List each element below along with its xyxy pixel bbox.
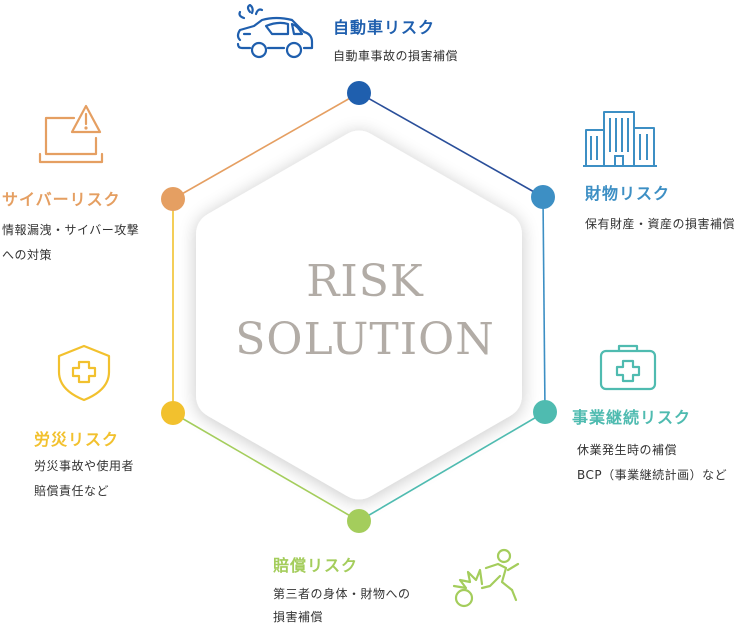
auto-risk-title: 自動車リスク bbox=[333, 18, 436, 37]
labor-risk-desc-1: 労災事故や使用者 bbox=[34, 459, 135, 473]
cyber-risk-desc-2: への対策 bbox=[2, 248, 53, 262]
building-icon bbox=[583, 111, 657, 167]
first-aid-kit-icon bbox=[599, 344, 657, 391]
business-risk-title: 事業継続リスク bbox=[572, 408, 692, 427]
business-risk-desc-1: 休業発生時の補償 bbox=[577, 443, 678, 457]
liability-risk-title: 賠償リスク bbox=[273, 556, 359, 575]
node-auto bbox=[347, 81, 371, 105]
laptop-warning-icon bbox=[38, 104, 104, 164]
node-cyber bbox=[161, 187, 185, 211]
liability-risk-desc-1: 第三者の身体・財物への bbox=[273, 587, 411, 601]
labor-risk-title: 労災リスク bbox=[34, 430, 120, 449]
node-liability bbox=[347, 509, 371, 533]
edge-cyber-auto bbox=[172, 92, 360, 200]
node-labor bbox=[161, 401, 185, 425]
car-crash-icon bbox=[236, 4, 314, 59]
shield-cross-icon bbox=[57, 344, 111, 402]
property-risk-title: 財物リスク bbox=[585, 184, 671, 203]
business-risk-desc-2: BCP（事業継続計画）など bbox=[577, 468, 728, 482]
inner-hexagon bbox=[196, 130, 522, 500]
edge-liability-labor bbox=[172, 412, 360, 522]
accident-person-icon bbox=[452, 548, 520, 608]
liability-risk-desc-2: 損害補償 bbox=[273, 610, 324, 624]
cyber-risk-desc-1: 情報漏洩・サイバー攻撃 bbox=[2, 223, 140, 237]
center-text-solution: SOLUTION bbox=[235, 314, 495, 365]
property-risk-desc-1: 保有財産・資産の損害補償 bbox=[585, 217, 736, 231]
edge-auto-property bbox=[358, 92, 544, 198]
node-property bbox=[531, 185, 555, 209]
auto-risk-desc-1: 自動車事故の損害補償 bbox=[333, 49, 459, 63]
edge-property-business bbox=[542, 196, 546, 413]
cyber-risk-title: サイバーリスク bbox=[2, 190, 121, 209]
node-business bbox=[533, 400, 557, 424]
center-text-risk: RISK bbox=[306, 256, 424, 307]
labor-risk-desc-2: 賠償責任など bbox=[34, 484, 110, 498]
edge-business-liability bbox=[358, 411, 546, 522]
